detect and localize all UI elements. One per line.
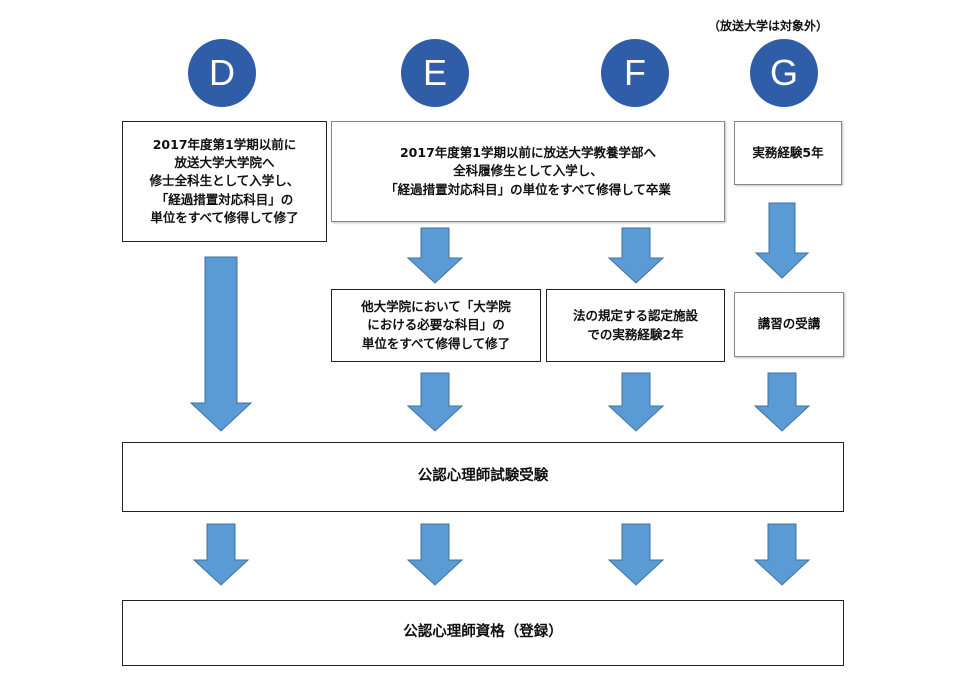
route-f-circle: F — [601, 39, 669, 107]
qualification-box: 公認心理師資格（登録） — [122, 600, 844, 666]
arrow-f-to-qualification — [607, 523, 665, 586]
arrow-g-to-qualification — [753, 523, 811, 586]
route-e-circle: E — [401, 39, 469, 107]
arrow-f-work-to-exam — [607, 372, 665, 432]
route-f-work-box: 法の規定する認定施設 での実務経験2年 — [546, 289, 725, 362]
arrow-d-to-exam — [189, 256, 253, 432]
arrow-g-course-to-exam — [753, 372, 811, 432]
arrow-e-to-graduate — [406, 227, 464, 284]
route-e-graduate-box: 他大学院において「大学院 における必要な科目」の 単位をすべて修得して修了 — [331, 289, 541, 362]
route-g-circle: G — [750, 39, 818, 107]
route-ef-requirement-box: 2017年度第1学期以前に放送大学教養学部へ 全科履修生として入学し、 「経過措… — [331, 121, 725, 222]
arrow-f-to-work — [607, 227, 665, 284]
route-g-note: （放送大学は対象外） — [708, 19, 829, 33]
arrow-g-to-course — [754, 202, 810, 279]
arrow-e-graduate-to-exam — [406, 372, 464, 432]
exam-box: 公認心理師試験受験 — [122, 442, 844, 512]
route-g-course-box: 講習の受講 — [734, 292, 844, 357]
route-g-requirement-box: 実務経験5年 — [734, 121, 842, 185]
route-d-requirement-box: 2017年度第1学期以前に 放送大学大学院へ 修士全科生として入学し、 「経過措… — [122, 121, 327, 242]
route-d-circle: D — [188, 39, 256, 107]
arrow-d-to-qualification — [192, 523, 250, 586]
arrow-e-to-qualification — [406, 523, 464, 586]
